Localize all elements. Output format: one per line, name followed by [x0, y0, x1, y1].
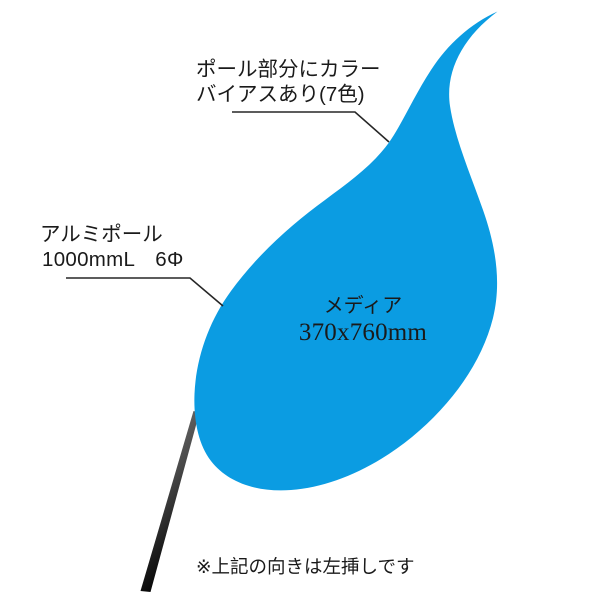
callout-pole-color-bias: ポール部分にカラーバイアスあり(7色) — [196, 57, 381, 107]
callout-aluminium-pole-line1: アルミポール — [40, 223, 163, 246]
aluminium-pole-shape — [140, 411, 200, 592]
callout-pole-color-bias-line2: バイアスあり(7色) — [196, 83, 365, 106]
media-label: メディア — [323, 295, 403, 317]
callout-aluminium-pole-line2: 1000mmL 6Φ — [42, 248, 184, 271]
callout-pole-color-bias-line1: ポール部分にカラー — [196, 58, 381, 81]
media-size-label: 370x760mm — [298, 319, 428, 346]
leader-line-pole-color-bias — [232, 111, 390, 143]
teardrop-flag-shape — [194, 11, 498, 491]
leader-line-aluminium-pole — [66, 277, 224, 307]
footnote-orientation: ※上記の向きは左挿しです — [196, 556, 415, 577]
